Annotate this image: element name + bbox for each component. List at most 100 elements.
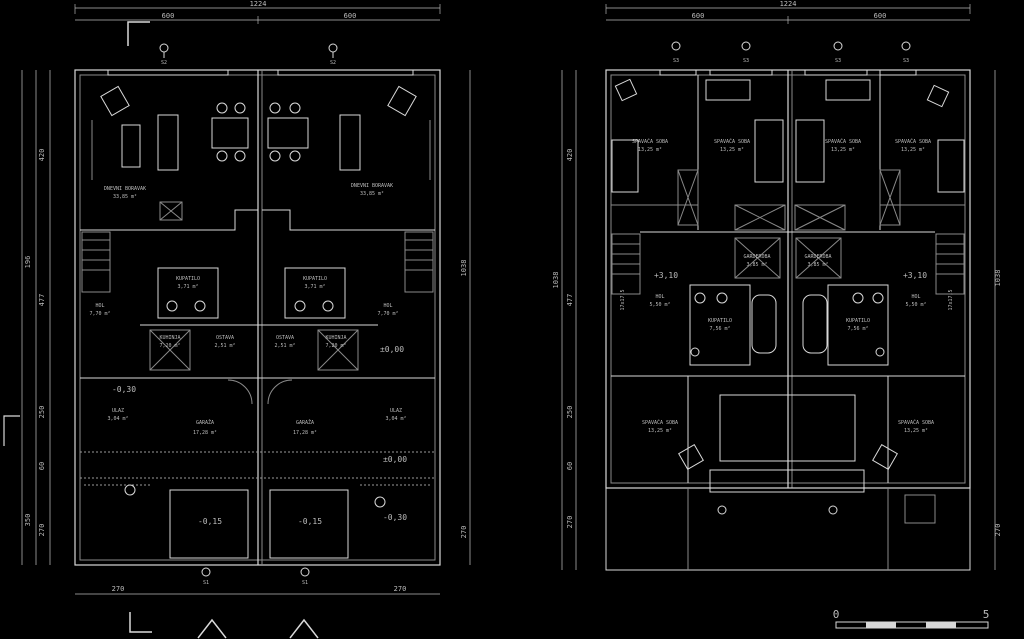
room-label: SPAVAĆA SOBA: [642, 419, 678, 426]
room-label: HOL: [383, 303, 392, 309]
room-area: 33,85 m²: [360, 191, 384, 197]
room-area: 7,56 m²: [847, 326, 868, 332]
room-label: SPAVAĆA SOBA: [632, 138, 668, 145]
room-label: KUPATILO: [708, 318, 732, 324]
upper-left-dimension: 60: [566, 462, 574, 470]
ground-left-dimension: 350: [24, 514, 32, 527]
room-area: 3,85 m²: [807, 262, 828, 268]
ground-bottom-axis-marker-right: S1: [302, 580, 308, 586]
room-label: GARDEROBA: [743, 254, 770, 260]
stair-note: 17x17,5: [620, 289, 626, 310]
room-label: SPAVAĆA SOBA: [714, 138, 750, 145]
ground-left-dimension: 250: [38, 406, 46, 419]
room-label: GARAŽA: [296, 418, 314, 426]
room-area: 3,71 m²: [304, 284, 325, 290]
ground-axis-marker-right: S2: [330, 60, 336, 66]
upper-left-dimension: 1038: [552, 272, 560, 289]
level-marker: ±0,00: [383, 455, 407, 464]
stair-note: 17x17,5: [948, 289, 954, 310]
level-marker: -0,30: [383, 513, 407, 522]
room-label: KUPATILO: [176, 276, 200, 282]
room-label: OSTAVA: [216, 335, 234, 341]
ground-axis-marker-left: S2: [161, 60, 167, 66]
scale-bar-end: 5: [983, 608, 990, 621]
room-label: SPAVAĆA SOBA: [825, 138, 861, 145]
room-area: 3,71 m²: [177, 284, 198, 290]
room-area: 7,20 m²: [325, 343, 346, 349]
ground-left-dimension: 196: [24, 256, 32, 269]
level-marker: +3,10: [654, 271, 678, 280]
upper-axis-marker: S3: [903, 58, 909, 64]
ground-left-dimension: 270: [38, 524, 46, 537]
room-label: HOL: [95, 303, 104, 309]
room-area: 13,25 m²: [901, 147, 925, 153]
ground-right-dimension: 270: [460, 526, 468, 539]
room-area: 3,04 m²: [107, 416, 128, 422]
ground-left-dimension: 420: [38, 149, 46, 162]
level-marker: -0,15: [298, 517, 322, 526]
scale-bar: 0 5: [833, 608, 990, 629]
room-label: GARAŽA: [196, 418, 214, 426]
ground-right-dimension: 1038: [460, 260, 468, 277]
room-area: 7,20 m²: [159, 343, 180, 349]
room-label: ULAZ: [390, 408, 402, 414]
room-area: 13,25 m²: [831, 147, 855, 153]
upper-left-dimension: 477: [566, 294, 574, 307]
room-area: 5,50 m²: [649, 302, 670, 308]
scale-bar-start: 0: [833, 608, 840, 621]
room-label: OSTAVA: [276, 335, 294, 341]
room-label: DNEVNI BORAVAK: [104, 186, 146, 192]
upper-axis-marker: S3: [743, 58, 749, 64]
room-label: GARDEROBA: [804, 254, 831, 260]
upper-right-dimension: 270: [994, 524, 1002, 537]
room-area: 13,25 m²: [720, 147, 744, 153]
room-label: KUHINJA: [159, 335, 180, 341]
ground-bottom-dimension-right: 270: [394, 585, 407, 593]
room-area: 7,70 m²: [377, 311, 398, 317]
ground-overall-dimension: 1224: [250, 0, 267, 8]
room-area: 13,25 m²: [638, 147, 662, 153]
room-area: 2,51 m²: [274, 343, 295, 349]
ground-bottom-dimension-left: 270: [112, 585, 125, 593]
room-area: 3,85 m²: [746, 262, 767, 268]
level-marker: ±0,00: [380, 345, 404, 354]
room-label: KUHINJA: [325, 335, 346, 341]
room-area: 13,25 m²: [648, 428, 672, 434]
upper-left-dimension: 420: [566, 149, 574, 162]
ground-top-dimension-right: 600: [344, 12, 357, 20]
upper-axis-marker: S3: [835, 58, 841, 64]
upper-left-dimension: 250: [566, 406, 574, 419]
upper-left-dimension: 270: [566, 516, 574, 529]
ground-left-dimension: 477: [38, 294, 46, 307]
room-area: 5,50 m²: [905, 302, 926, 308]
level-marker: +3,10: [903, 271, 927, 280]
room-label: KUPATILO: [303, 276, 327, 282]
room-label: HOL: [911, 294, 920, 300]
room-area: 33,85 m²: [113, 194, 137, 200]
room-area: 3,04 m²: [385, 416, 406, 422]
room-area: 17,28 m²: [293, 430, 317, 436]
upper-overall-dimension: 1224: [780, 0, 797, 8]
room-area: 13,25 m²: [904, 428, 928, 434]
upper-right-dimension: 1038: [994, 270, 1002, 287]
upper-top-dimension-left: 600: [692, 12, 705, 20]
ground-bottom-axis-marker-left: S1: [203, 580, 209, 586]
room-label: KUPATILO: [846, 318, 870, 324]
room-label: DNEVNI BORAVAK: [351, 183, 393, 189]
room-area: 17,28 m²: [193, 430, 217, 436]
ground-top-dimension-left: 600: [162, 12, 175, 20]
level-marker: -0,15: [198, 517, 222, 526]
room-label: ULAZ: [112, 408, 124, 414]
room-area: 7,56 m²: [709, 326, 730, 332]
upper-axis-marker: S3: [673, 58, 679, 64]
room-area: 7,70 m²: [89, 311, 110, 317]
level-marker: -0,30: [112, 385, 136, 394]
room-area: 2,51 m²: [214, 343, 235, 349]
room-label: HOL: [655, 294, 664, 300]
room-label: SPAVAĆA SOBA: [895, 138, 931, 145]
ground-floor-plan: 1224 600 600 S2 S2: [3, 0, 471, 639]
upper-floor-plan: 1224 600 600 S3 S3 S3 S3: [552, 0, 1002, 571]
ground-left-dimension: 60: [38, 462, 46, 470]
room-label: SPAVAĆA SOBA: [898, 419, 934, 426]
